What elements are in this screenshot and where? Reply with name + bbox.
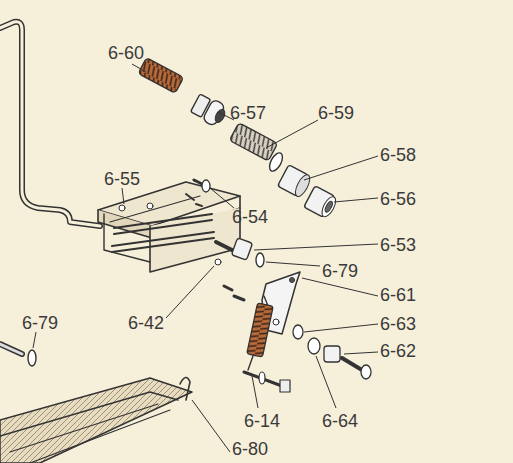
callout-number: 6-80 — [232, 440, 268, 458]
callout-number: 6-55 — [104, 170, 140, 188]
callout-number: 6-14 — [244, 412, 280, 430]
callout-number: 6-79 — [322, 262, 358, 280]
callout-number: 6-58 — [380, 146, 416, 164]
callout-number: 6-53 — [380, 236, 416, 254]
callout-number: 6-54 — [232, 208, 268, 226]
callout-number: 6-56 — [380, 190, 416, 208]
callout-number: 6-42 — [128, 314, 164, 332]
linework — [0, 22, 371, 463]
callout-number: 6-60 — [108, 44, 144, 62]
callout-number: 6-79 — [22, 314, 58, 332]
callout-number: 6-61 — [380, 286, 416, 304]
callout-number: 6-62 — [380, 342, 416, 360]
leader-lines — [33, 64, 378, 452]
callout-number: 6-64 — [322, 412, 358, 430]
callout-number: 6-63 — [380, 315, 416, 333]
callout-number: 6-59 — [318, 104, 354, 122]
callout-number: 6-57 — [230, 104, 266, 122]
